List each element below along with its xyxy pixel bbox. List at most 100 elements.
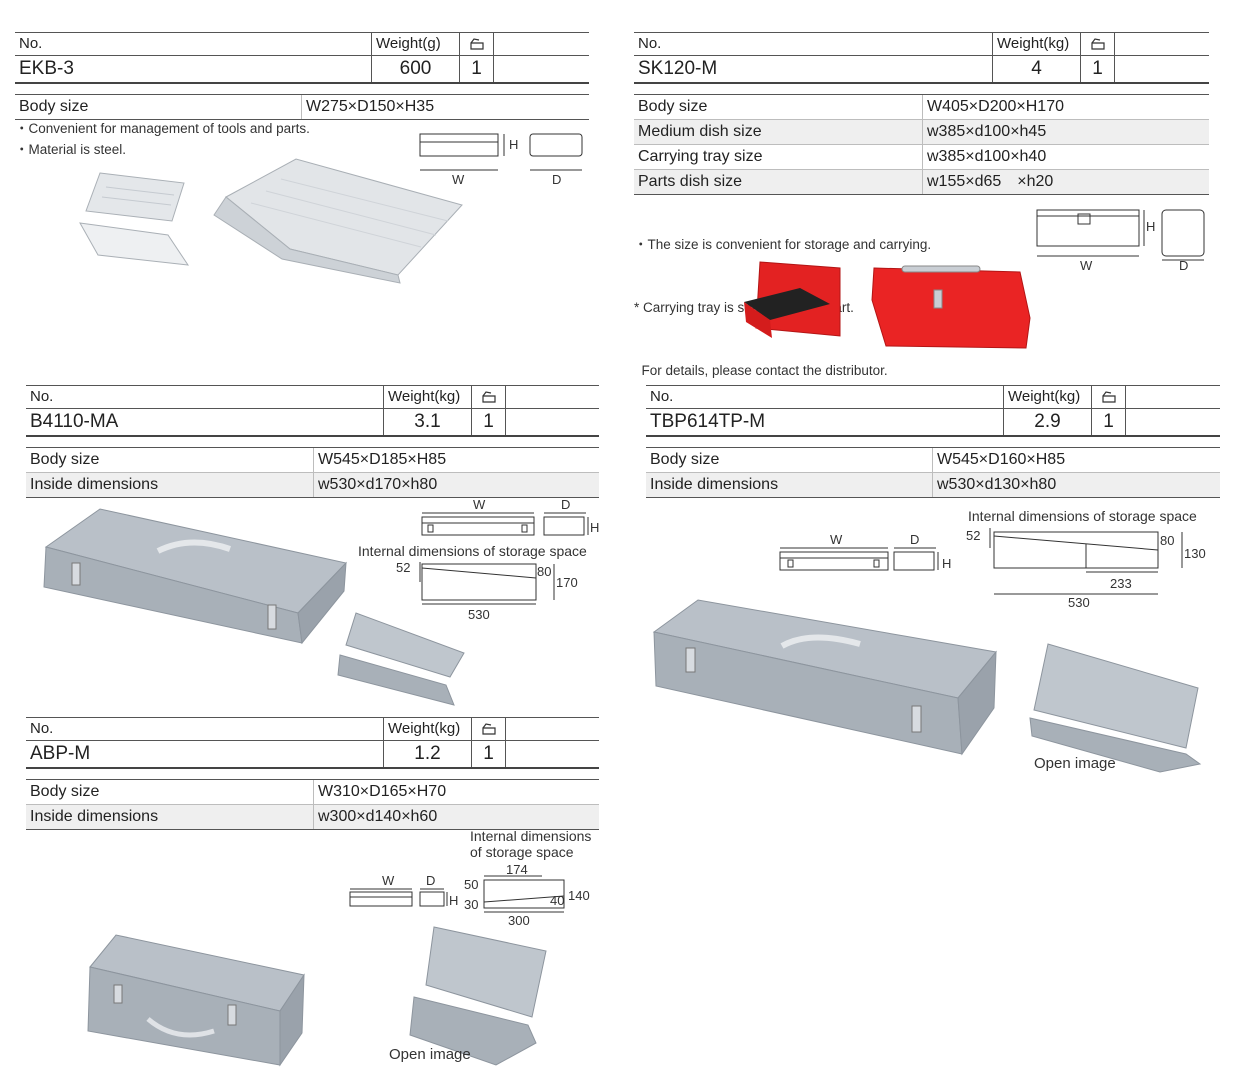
weight-label: Weight(g)	[371, 33, 441, 55]
weight-value: 2.9	[1003, 409, 1091, 435]
dim-h-label: H	[942, 556, 951, 571]
dim-c: 40	[550, 893, 564, 908]
dim-len: 300	[508, 913, 530, 928]
no-label: No.	[19, 35, 43, 52]
dim-d-label: D	[552, 172, 561, 187]
dim-h-label: H	[509, 137, 518, 152]
spec-value: W310×D165×H70	[313, 780, 446, 804]
product-header: No. Weight(kg)	[26, 385, 599, 409]
spec-table: Body size W405×D200×H170 Medium dish siz…	[634, 94, 1209, 195]
product-photo-abpm	[87, 926, 547, 1067]
no-label: No.	[30, 388, 54, 405]
product-header: No. Weight(kg)	[26, 717, 599, 741]
spec-row: Body size W545×D160×H85	[646, 447, 1220, 473]
spec-label: Body size	[30, 783, 100, 800]
internal-dims-diagram: 52 80 130 233 530	[966, 528, 1206, 610]
note-item: ・Material is steel.	[15, 142, 127, 157]
model-number: EKB-3	[19, 58, 74, 79]
spec-value: W545×D185×H85	[313, 448, 446, 472]
open-image-caption: Open image	[1034, 755, 1116, 772]
product-values: B4110-MA 3.1 1	[26, 409, 599, 437]
spec-row: Inside dimensions w300×d140×h60	[26, 805, 599, 830]
dimension-diagram: H W D	[419, 133, 583, 187]
spec-value: w530×d130×h80	[932, 473, 1056, 497]
product-b4110ma: No. Weight(kg) B4110-MA 3.1 1 Body size …	[26, 385, 599, 498]
dim-d: 140	[568, 888, 590, 903]
product-header: No. Weight(kg)	[646, 385, 1220, 409]
spec-table: Body size W545×D160×H85 Inside dimension…	[646, 447, 1220, 498]
dim-len: 530	[1068, 595, 1090, 610]
product-photo-ekb3	[79, 158, 463, 284]
dim-h-label: H	[1146, 219, 1155, 234]
qty-value: 1	[1091, 409, 1125, 435]
weight-value: 3.1	[383, 409, 471, 435]
spec-value: W405×D200×H170	[922, 95, 1064, 119]
open-image-caption: Open image	[389, 1046, 471, 1063]
spec-row: Body size W310×D165×H70	[26, 779, 599, 805]
spec-table: Body size W275×D150×H35	[15, 94, 589, 120]
spec-label: Body size	[30, 451, 100, 468]
dim-c: 170	[556, 575, 578, 590]
box-icon	[459, 33, 493, 55]
spec-row: Medium dish size w385×d100×h45	[634, 120, 1209, 145]
weight-label: Weight(kg)	[992, 33, 1069, 55]
dim-w-label: W	[830, 532, 843, 547]
dim-b: 80	[1160, 533, 1174, 548]
weight-label: Weight(kg)	[383, 386, 460, 408]
spec-label: Body size	[638, 98, 708, 115]
spec-label: Inside dimensions	[30, 808, 159, 825]
spec-row: Inside dimensions w530×d170×h80	[26, 473, 599, 498]
spec-value: w385×d100×h45	[922, 120, 1046, 144]
product-header: No. Weight(g)	[15, 32, 589, 56]
dim-len: 530	[468, 607, 490, 622]
internal-dims-diagram-abpm: W D H 174 50 30 40 140 300	[349, 862, 590, 928]
spec-value: W275×D150×H35	[301, 95, 434, 119]
dim-top: 174	[506, 862, 528, 877]
dim-d-label: D	[426, 873, 435, 888]
spec-label: Carrying tray size	[638, 148, 763, 165]
qty-value: 1	[459, 56, 493, 82]
internal-dims-diagram: 52 80 170 530	[396, 560, 578, 622]
spec-row: Body size W275×D150×H35	[15, 94, 589, 120]
spec-value: w530×d170×h80	[313, 473, 437, 497]
spec-value: w155×d65 ×h20	[922, 170, 1053, 194]
spec-label: Parts dish size	[638, 173, 743, 190]
dim-h-label: H	[590, 520, 599, 535]
note-item: For details, please contact the distribu…	[634, 363, 888, 378]
qty-value: 1	[471, 409, 505, 435]
dim-d-label: D	[561, 497, 570, 512]
product-tbp614tpm: No. Weight(kg) TBP614TP-M 2.9 1 Body siz…	[646, 385, 1220, 498]
model-number: SK120-M	[638, 58, 718, 79]
spec-row: Carrying tray size w385×d100×h40	[634, 145, 1209, 170]
product-values: EKB-3 600 1	[15, 56, 589, 84]
box-icon	[1080, 33, 1114, 55]
spec-label: Inside dimensions	[650, 476, 779, 493]
dim-mid: 233	[1110, 576, 1132, 591]
dim-w-label: W	[473, 497, 486, 512]
weight-value: 600	[371, 56, 459, 82]
dim-c: 130	[1184, 546, 1206, 561]
dim-b: 30	[464, 897, 478, 912]
dim-w-label: W	[1080, 258, 1093, 273]
dimension-diagram: W D H	[421, 497, 599, 536]
model-number: TBP614TP-M	[650, 411, 766, 432]
note-item: ・Convenient for management of tools and …	[15, 121, 310, 136]
no-label: No.	[650, 388, 674, 405]
dim-h-label: H	[449, 893, 458, 908]
product-abpm: No. Weight(kg) ABP-M 1.2 1 Body size W31…	[26, 717, 599, 830]
dim-d-label: D	[910, 532, 919, 547]
spec-row: Parts dish size w155×d65 ×h20	[634, 170, 1209, 195]
weight-label: Weight(kg)	[383, 718, 460, 740]
dimension-diagram: H W D	[1036, 209, 1205, 273]
dim-w-label: W	[382, 873, 395, 888]
product-values: SK120-M 4 1	[634, 56, 1209, 84]
product-ekb3: No. Weight(g) EKB-3 600 1 Body size W275…	[15, 32, 589, 120]
product-sk120m: No. Weight(kg) SK120-M 4 1 Body size W40…	[634, 32, 1209, 195]
product-header: No. Weight(kg)	[634, 32, 1209, 56]
qty-value: 1	[471, 741, 505, 767]
weight-value: 1.2	[383, 741, 471, 767]
product-values: ABP-M 1.2 1	[26, 741, 599, 769]
model-number: ABP-M	[30, 743, 91, 764]
spec-table: Body size W310×D165×H70 Inside dimension…	[26, 779, 599, 830]
product-photo-tbp614tpm	[652, 599, 1202, 773]
